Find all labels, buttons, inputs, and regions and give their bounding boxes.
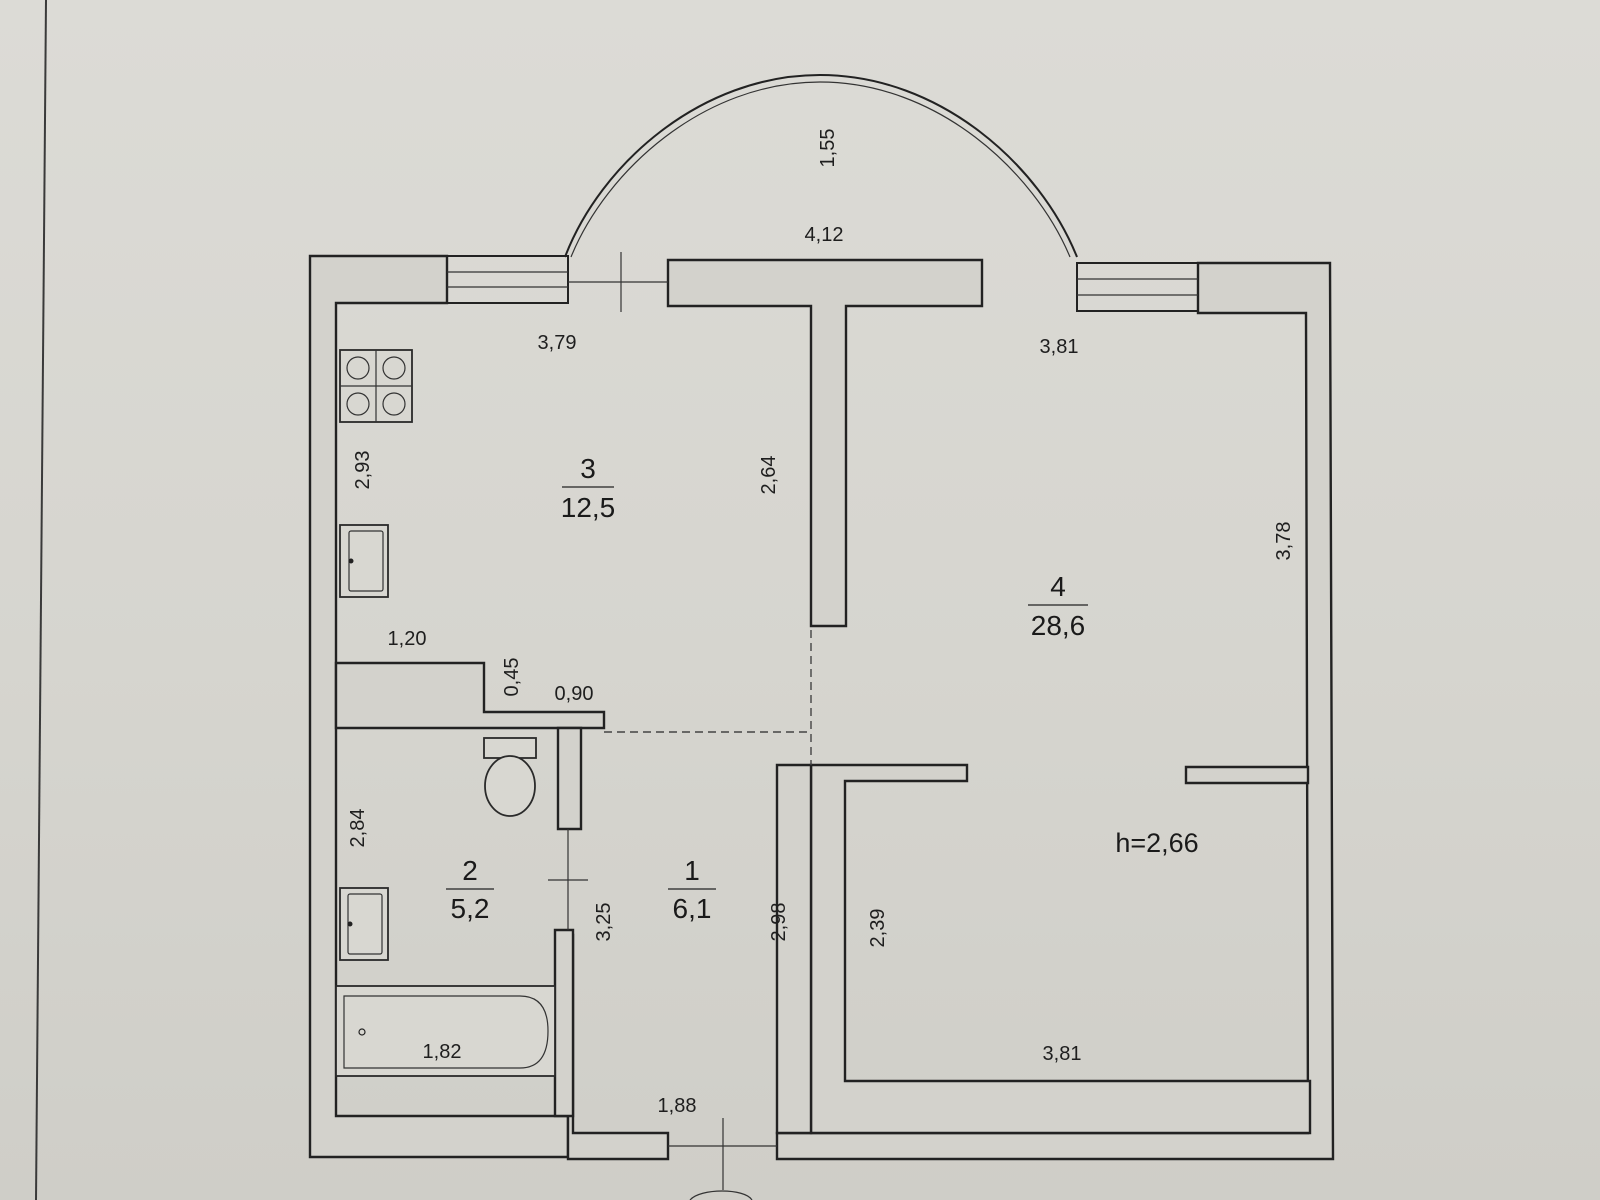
- outer-wall-right: [775, 261, 1335, 1161]
- dim-kitchen-ledge-depth: 0,45: [501, 658, 523, 697]
- bay-window: [564, 73, 1078, 258]
- dim-bay-depth: 1,55: [817, 129, 839, 168]
- stove-icon: [339, 349, 413, 423]
- entry-door-marker: [668, 1118, 777, 1200]
- dim-living-right: 3,78: [1273, 522, 1295, 561]
- ceiling-height-label: h=2,66: [1115, 828, 1198, 858]
- bay-door-marker: [568, 252, 668, 312]
- bathroom-partition: [556, 726, 583, 831]
- dim-kitchen-partition: 2,64: [758, 456, 780, 495]
- bathroom-partition-lower: [553, 928, 575, 1118]
- room-number-3: 3: [580, 453, 596, 484]
- bathtub-icon: [335, 985, 556, 1077]
- room-area-1: 6,1: [673, 893, 712, 924]
- room-label-1: 1 6,1: [668, 855, 716, 924]
- toilet-icon: [483, 737, 537, 817]
- alcove-partition-right: [1184, 765, 1310, 785]
- kitchen-bottom-wall: [334, 661, 606, 730]
- dim-alcove-bottom: 3,81: [1043, 1043, 1082, 1065]
- dim-entry-width: 1,88: [658, 1095, 697, 1117]
- dim-hall-right: 2,98: [768, 903, 790, 942]
- room-area-3: 12,5: [561, 492, 616, 523]
- room-label-4: 4 28,6: [1028, 571, 1088, 641]
- outer-wall-top-middle: [666, 258, 984, 628]
- dim-alcove-left: 2,39: [867, 909, 889, 948]
- kitchen-sink-icon: [339, 524, 389, 598]
- windows: [446, 255, 1199, 312]
- hall-partition-right: [775, 763, 813, 1135]
- room-area-4: 28,6: [1031, 610, 1086, 641]
- alcove-partition-left: [809, 763, 1312, 1135]
- room-number-2: 2: [462, 855, 478, 886]
- dim-kitchen-ledge-width: 1,20: [388, 628, 427, 650]
- dim-living-width: 3,81: [1040, 336, 1079, 358]
- dim-bay-width: 4,12: [805, 224, 844, 246]
- dim-kitchen-wall-left: 2,93: [352, 451, 374, 490]
- bathroom-door-marker: [548, 829, 588, 930]
- paper-edge-line: [35, 0, 47, 1200]
- room-number-4: 4: [1050, 571, 1066, 602]
- dim-hall-top: 0,90: [555, 683, 594, 705]
- hall-bottom-wall: [566, 933, 670, 1161]
- room-label-3: 3 12,5: [561, 453, 616, 523]
- dim-hall-partition: 3,25: [593, 903, 615, 942]
- room-area-2: 5,2: [451, 893, 490, 924]
- dim-bath-height: 2,84: [347, 809, 369, 848]
- dim-bath-width: 1,82: [423, 1041, 462, 1063]
- bathroom-sink-icon: [339, 887, 389, 961]
- room-label-2: 2 5,2: [446, 855, 494, 924]
- dim-kitchen-width: 3,79: [538, 332, 577, 354]
- room-number-1: 1: [684, 855, 700, 886]
